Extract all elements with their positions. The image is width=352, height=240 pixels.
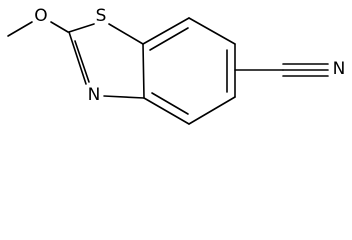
bond-c2-s [68, 23, 95, 33]
bond-c2-n [68, 31, 87, 85]
atom-label-sulfur: S [96, 6, 107, 26]
bond-methyl-o [7, 21, 33, 37]
bond-c4-c3a [143, 97, 190, 125]
bond-c2-n-inner [74, 40, 90, 83]
bond-o-c2 [50, 21, 69, 33]
bond-s-c7a [108, 23, 144, 45]
benzothiazole-structure-diagram: O S N N [7, 6, 346, 125]
bond-n-c3a [103, 95, 145, 99]
bond-c5-c4 [188, 96, 236, 125]
atom-label-nitrile-nitrogen: N [333, 59, 346, 79]
bond-c7-c6 [188, 17, 236, 45]
bond-c7a-c7-inner [149, 27, 189, 51]
bond-c3a-c7a [142, 43, 145, 99]
bond-c4-c3a-inner [151, 92, 189, 115]
bond-c7a-c7 [142, 17, 190, 45]
atom-label-oxygen: O [34, 6, 47, 26]
atom-label-ring-nitrogen: N [88, 85, 101, 105]
